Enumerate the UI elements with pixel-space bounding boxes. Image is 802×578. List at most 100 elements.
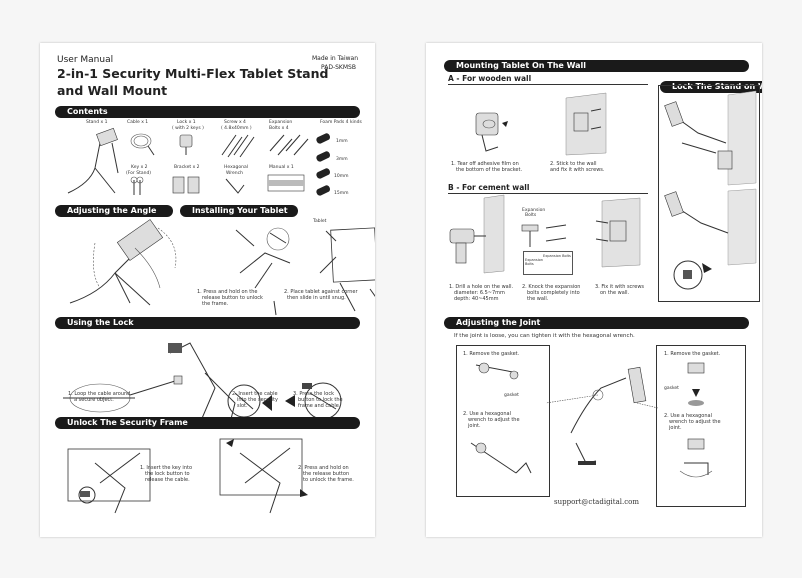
item-stand: Stand x 1	[86, 120, 108, 125]
wooden-wall-divider	[448, 84, 648, 85]
contents-illustrations	[63, 127, 375, 514]
title-line-1: 2-in-1 Security Multi-Flex Tablet Stand	[57, 66, 329, 81]
cable-icon	[130, 133, 155, 156]
unlock-frame-illustration	[219, 438, 308, 514]
hex-wrench-icon	[225, 178, 245, 194]
joint-right-gasket: gasket	[664, 386, 679, 391]
bracket-adhesive-illustration	[475, 112, 508, 152]
joint-left-step-2-line-3: joint.	[468, 423, 481, 429]
foam-pads-icon	[316, 133, 331, 196]
wooden-step-1-line-2: the bottom of the bracket.	[456, 167, 523, 173]
lock-cable-illustration	[63, 375, 183, 413]
lock-step-3-line-3: frame and cable.	[298, 403, 341, 409]
section-installing-tablet: Installing Your Tablet	[180, 205, 298, 217]
item-lock-sub: ( with 2 keys )	[172, 126, 204, 131]
lock-step-1-line-2: a secure object.	[74, 397, 114, 403]
bolt-label-line-1: Expansion	[522, 208, 546, 213]
joint-intro: If the joint is loose, you can tighten i…	[454, 333, 635, 339]
unlock-step-2-line-3: to unlock the frame.	[303, 477, 354, 483]
cement-wall-heading: B - For cement wall	[448, 183, 530, 192]
item-manual: Manual x 1	[269, 165, 294, 170]
installing-illustration-1	[235, 227, 291, 316]
lock-step-3-line-1: 3. Press the lock	[293, 391, 334, 397]
cement-step-2-line-3: the wall.	[527, 296, 549, 302]
wooden-step-1-line-1: 1. Tear off adhesive film on	[451, 161, 519, 167]
item-key-sub: (For Stand)	[126, 171, 152, 176]
item-foam: Foam Pads 4 kinds	[320, 120, 362, 125]
manual-page-left: User Manual Made in Taiwan PAD-SKMSB 2-i…	[40, 43, 375, 537]
section-using-lock: Using the Lock	[55, 317, 360, 329]
lock-step-3-line-2: button to lock the	[298, 397, 343, 403]
joint-left-panel	[456, 345, 550, 497]
lock-step-2-line-3: slot.	[237, 403, 248, 409]
item-expansion-sub: Bolts x 4	[269, 126, 289, 131]
model-number: PAD-SKMSB	[321, 64, 356, 71]
lock-step-2-line-2: into the security	[237, 397, 278, 403]
lock-icon	[179, 134, 193, 155]
foam-size-2: 3mm	[336, 157, 348, 162]
section-adjusting-joint: Adjusting the Joint	[444, 317, 749, 329]
unlock-step-1-line-2: the lock button to	[145, 471, 190, 477]
unlock-step-1-line-1: 1. Insert the key into	[140, 465, 193, 471]
wooden-step-2-line-2: and fix it with screws.	[550, 167, 605, 173]
made-in-label: Made in Taiwan	[312, 55, 359, 62]
joint-right-panel	[656, 345, 746, 507]
item-lock: Lock x 1	[177, 120, 196, 125]
manual-page-right: Mounting Tablet On The Wall A - For wood…	[426, 43, 762, 537]
lock-step-1-line-1: 1. Loop the cable around	[68, 391, 131, 397]
joint-left-step-1: 1. Remove the gasket.	[463, 351, 520, 357]
item-screw: Screw x 4	[224, 120, 246, 125]
unlock-key-illustration	[67, 448, 151, 514]
keys-icon	[130, 176, 144, 195]
screws-icon	[221, 134, 255, 158]
user-manual-label: User Manual	[57, 55, 114, 65]
joint-right-step-2-line-2: wrench to adjust the	[669, 419, 721, 425]
foam-size-4: 15mm	[334, 191, 349, 196]
lock-stand-panel	[658, 85, 760, 302]
item-hex: Hexagonal	[224, 165, 248, 170]
wooden-wall-heading: A - For wooden wall	[448, 74, 532, 83]
tablet-label: Tablet	[313, 219, 327, 224]
section-lock-stand-wall: Lock The Stand on Wa	[660, 81, 762, 93]
item-cable: Cable x 1	[127, 120, 149, 125]
joint-left-gasket: gasket	[504, 393, 519, 398]
zoom-label-right: Expansion Bolts	[543, 254, 571, 258]
joint-right-parts-icon	[679, 362, 713, 478]
expansion-bolts-install-icon	[521, 224, 567, 247]
lock-step-2-line-1: 2. Insert the cable	[232, 391, 278, 397]
foam-size-3: 10mm	[334, 174, 349, 179]
section-unlock-frame: Unlock The Security Frame	[55, 417, 360, 429]
cement-step-3-line-1: 3. Fix it with screws	[595, 284, 645, 290]
cement-step-2-line-2: bolts completely into	[527, 290, 580, 296]
title-line-2: and Wall Mount	[57, 83, 168, 98]
brackets-icon	[172, 176, 200, 194]
install-step-2-line-2: then slide in until snug.	[287, 295, 346, 301]
lock-slot-illustration	[168, 342, 272, 424]
unlock-step-2-line-2: the release button	[303, 471, 350, 477]
joint-left-step-2-line-1: 2. Use a hexagonal	[463, 411, 511, 417]
cement-step-1-line-2: diameter: 6.5~7mm	[454, 290, 505, 296]
cement-step-1-line-3: depth: 40~45mm	[454, 296, 499, 302]
zoom-label-left-1: Expansion	[525, 258, 544, 262]
joint-left-parts-icon	[470, 362, 532, 474]
section-contents: Contents	[55, 106, 360, 118]
cement-step-1-line-1: 1. Drill a hole on the wall.	[449, 284, 514, 290]
cement-step-3-line-2: on the wall.	[600, 290, 630, 296]
install-step-1-line-3: the frame.	[202, 301, 229, 307]
item-hex-sub: Wrench	[226, 171, 243, 176]
item-bracket: Bracket x 2	[174, 165, 200, 170]
section-adjusting-angle: Adjusting the Angle	[55, 205, 173, 217]
joint-center-illustration	[545, 366, 659, 465]
item-screw-sub: ( 4.8x40mm )	[221, 126, 252, 131]
wall-mount-illustrations	[449, 90, 757, 478]
manual-icon	[267, 174, 305, 192]
joint-right-step-2-line-1: 2. Use a hexagonal	[664, 413, 712, 419]
support-email[interactable]: support@ctadigital.com	[554, 498, 640, 506]
joint-right-step-2-line-3: joint.	[669, 425, 682, 431]
drill-icon	[449, 194, 505, 274]
foam-size-1: 1mm	[336, 139, 348, 144]
unlock-step-2-line-1: 2. Press and hold on	[298, 465, 349, 471]
install-step-1-line-2: release button to unlock	[202, 295, 263, 301]
stand-icon	[67, 127, 119, 194]
install-step-2-line-1: 2. Place tablet against corner	[284, 289, 358, 295]
